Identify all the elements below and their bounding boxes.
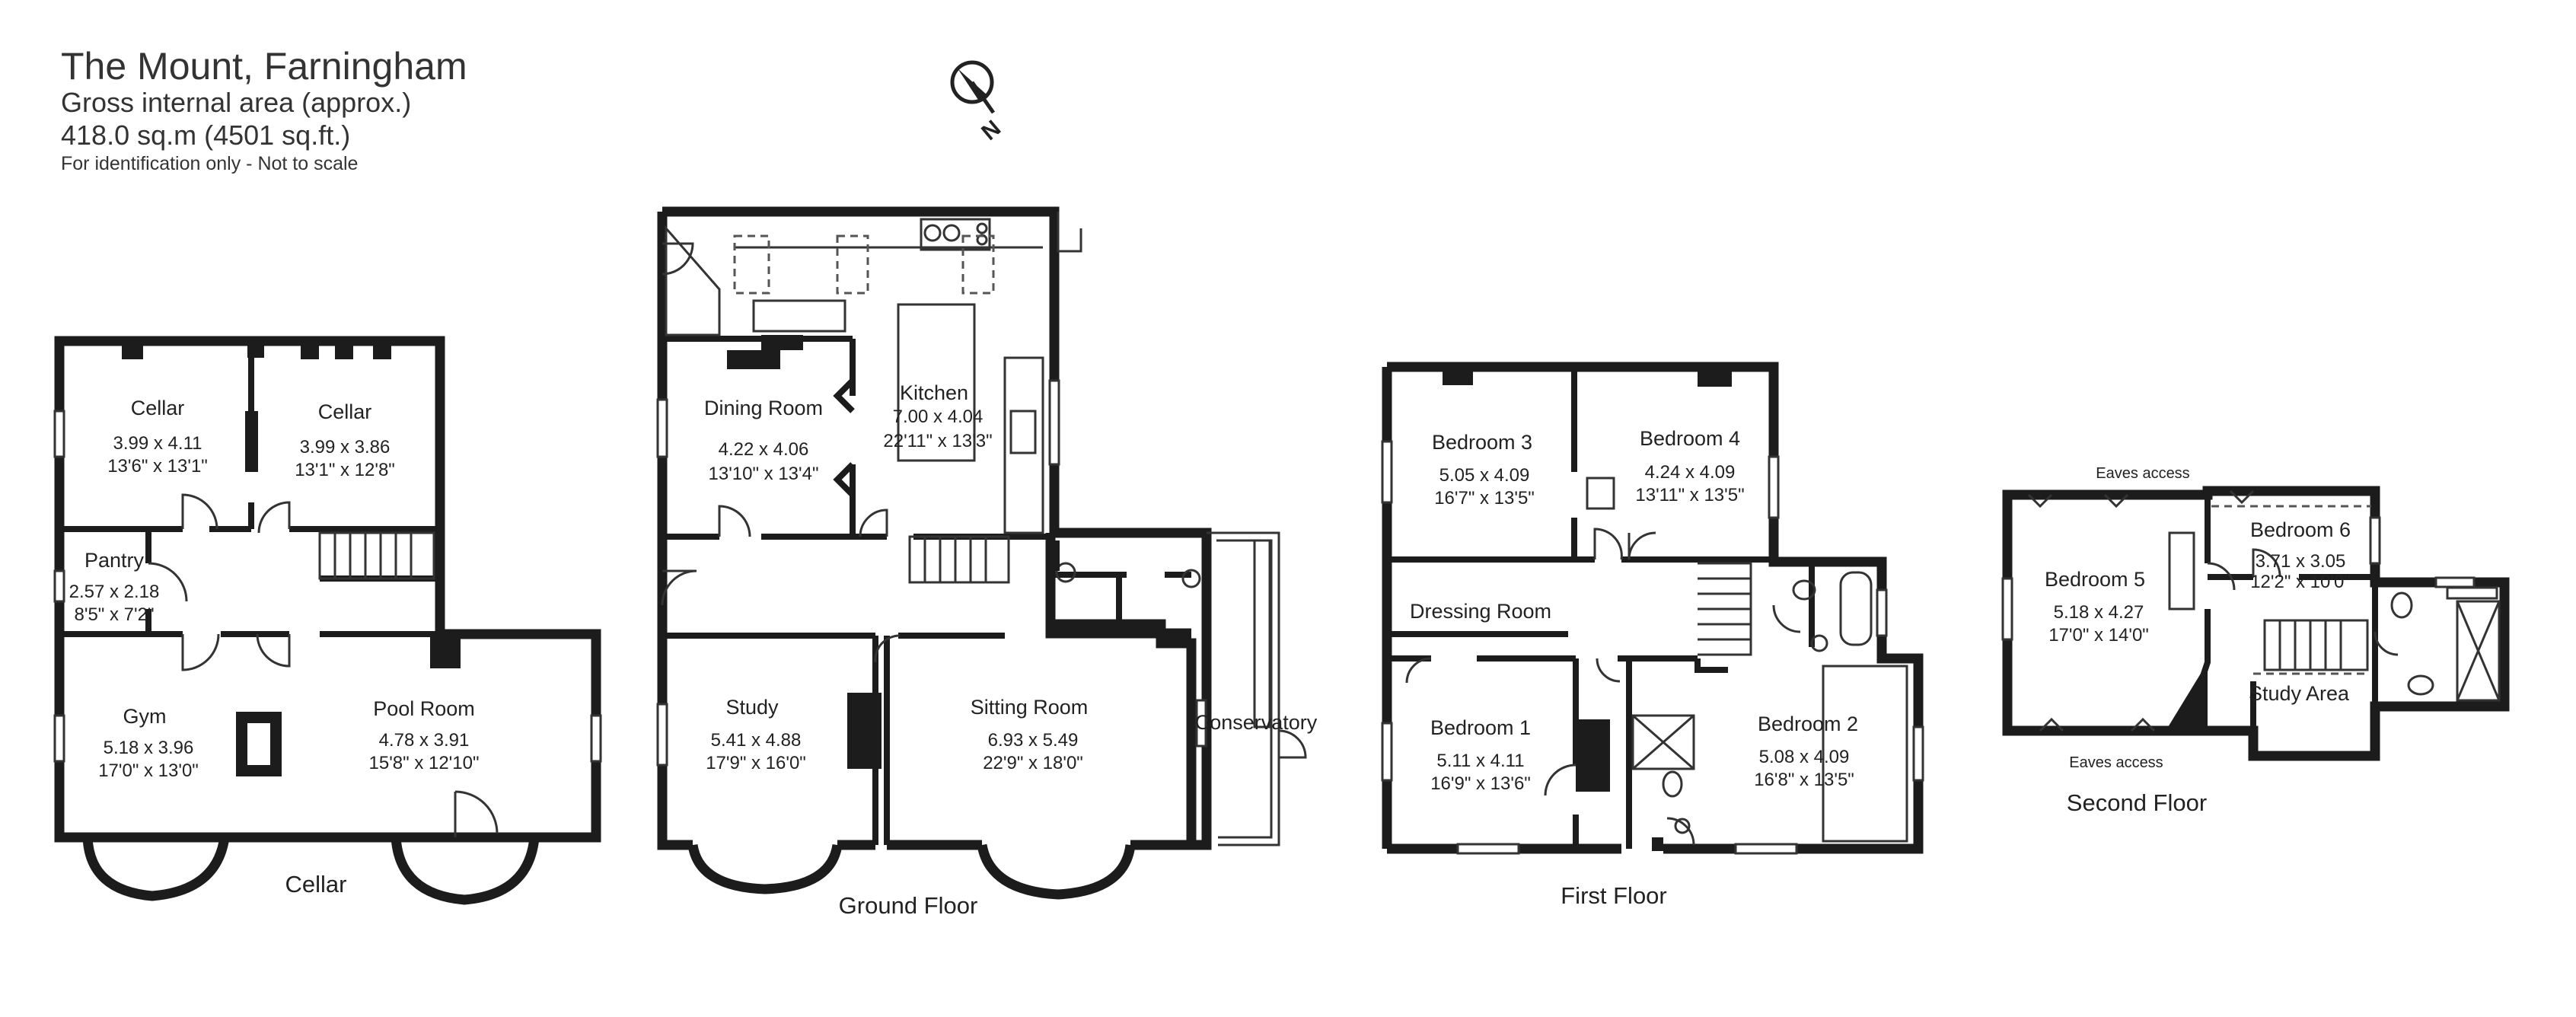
room-metric: 4.78 x 3.91 <box>379 730 470 751</box>
room-metric: 5.08 x 4.09 <box>1759 747 1850 767</box>
area-value: 418.0 sq.m (4501 sq.ft.) <box>61 120 351 151</box>
floor-label: Cellar <box>285 871 347 897</box>
room-metric: 7.00 x 4.04 <box>893 406 984 427</box>
room-metric: 4.22 x 4.06 <box>719 439 809 460</box>
room-metric: 6.93 x 5.49 <box>988 730 1079 751</box>
room-imperial: 13'6" x 13'1" <box>107 456 208 477</box>
room-name: Sitting Room <box>971 696 1089 719</box>
room-imperial: 8'5" x 7'2" <box>75 604 155 625</box>
room-imperial: 17'0" x 13'0" <box>98 760 199 781</box>
room-name: Dressing Room <box>1410 600 1551 623</box>
room-name: Cellar <box>131 397 185 419</box>
room-name: Study <box>725 696 779 719</box>
room-metric: 3.99 x 3.86 <box>300 437 391 457</box>
room-metric: 5.18 x 3.96 <box>104 738 194 758</box>
room-name: Dining Room <box>704 397 823 419</box>
room-name: Pool Room <box>373 697 475 720</box>
north-arrow-icon: N <box>950 60 1006 145</box>
room-imperial: 15'8" x 12'10" <box>369 753 480 773</box>
room-metric: 5.11 x 4.11 <box>1436 751 1524 771</box>
room-imperial: 13'11" x 13'5" <box>1635 485 1744 505</box>
room-metric: 5.18 x 4.27 <box>2054 602 2144 623</box>
room-metric: 3.71 x 3.05 <box>2256 551 2346 572</box>
room-imperial: 17'0" x 14'0" <box>2048 625 2149 646</box>
ground-floor-plan: Dining Room 4.22 x 4.06 13'10" x 13'4" K… <box>656 206 1318 919</box>
north-label: N <box>977 116 1006 145</box>
floor-label: Ground Floor <box>839 892 978 919</box>
room-name: Cellar <box>318 400 372 423</box>
room-imperial: 13'10" x 13'4" <box>709 464 819 484</box>
eaves-access-label: Eaves access <box>2069 754 2163 771</box>
room-imperial: 16'9" x 13'6" <box>1430 773 1531 794</box>
room-name: Pantry <box>84 549 145 572</box>
room-metric: 2.57 x 2.18 <box>69 582 160 602</box>
room-imperial: 22'9" x 18'0" <box>983 753 1083 773</box>
cellar-floor-plan: Cellar 3.99 x 4.11 13'6" x 13'1" Cellar … <box>53 336 602 905</box>
room-metric: 5.05 x 4.09 <box>1439 465 1530 486</box>
room-name: Study Area <box>2249 682 2350 705</box>
room-metric: 4.24 x 4.09 <box>1645 462 1736 483</box>
room-metric: 3.99 x 4.11 <box>113 433 202 454</box>
room-imperial: 12'2" x 10'0" <box>2250 572 2351 592</box>
room-imperial: 16'8" x 13'5" <box>1754 770 1854 790</box>
room-imperial: 13'1" x 12'8" <box>295 460 395 480</box>
room-name: Conservatory <box>1195 711 1318 734</box>
room-imperial: 16'7" x 13'5" <box>1434 488 1535 508</box>
area-label: Gross internal area (approx.) <box>61 87 412 118</box>
second-floor-plan: Eaves access Eaves access Bedroom 5 5.18… <box>2001 465 2510 816</box>
room-name: Kitchen <box>900 381 968 404</box>
room-name: Bedroom 4 <box>1640 427 1740 450</box>
floor-label: First Floor <box>1561 882 1667 909</box>
room-name: Bedroom 3 <box>1432 431 1532 454</box>
eaves-access-label: Eaves access <box>2096 465 2189 482</box>
room-name: Bedroom 5 <box>2045 568 2145 591</box>
disclaimer-note: For identification only - Not to scale <box>61 153 359 174</box>
room-metric: 5.41 x 4.88 <box>711 730 802 751</box>
room-name: Bedroom 6 <box>2250 518 2351 541</box>
room-name: Bedroom 1 <box>1430 716 1531 739</box>
room-imperial: 22'11" x 13'3" <box>883 431 992 451</box>
first-floor-plan: Bedroom 3 5.05 x 4.09 16'7" x 13'5" Bedr… <box>1381 362 1924 909</box>
plan-title: The Mount, Farningham <box>61 45 467 88</box>
room-name: Gym <box>123 705 167 728</box>
room-imperial: 17'9" x 16'0" <box>706 753 806 773</box>
room-name: Bedroom 2 <box>1758 713 1858 735</box>
floor-label: Second Floor <box>2067 789 2207 816</box>
